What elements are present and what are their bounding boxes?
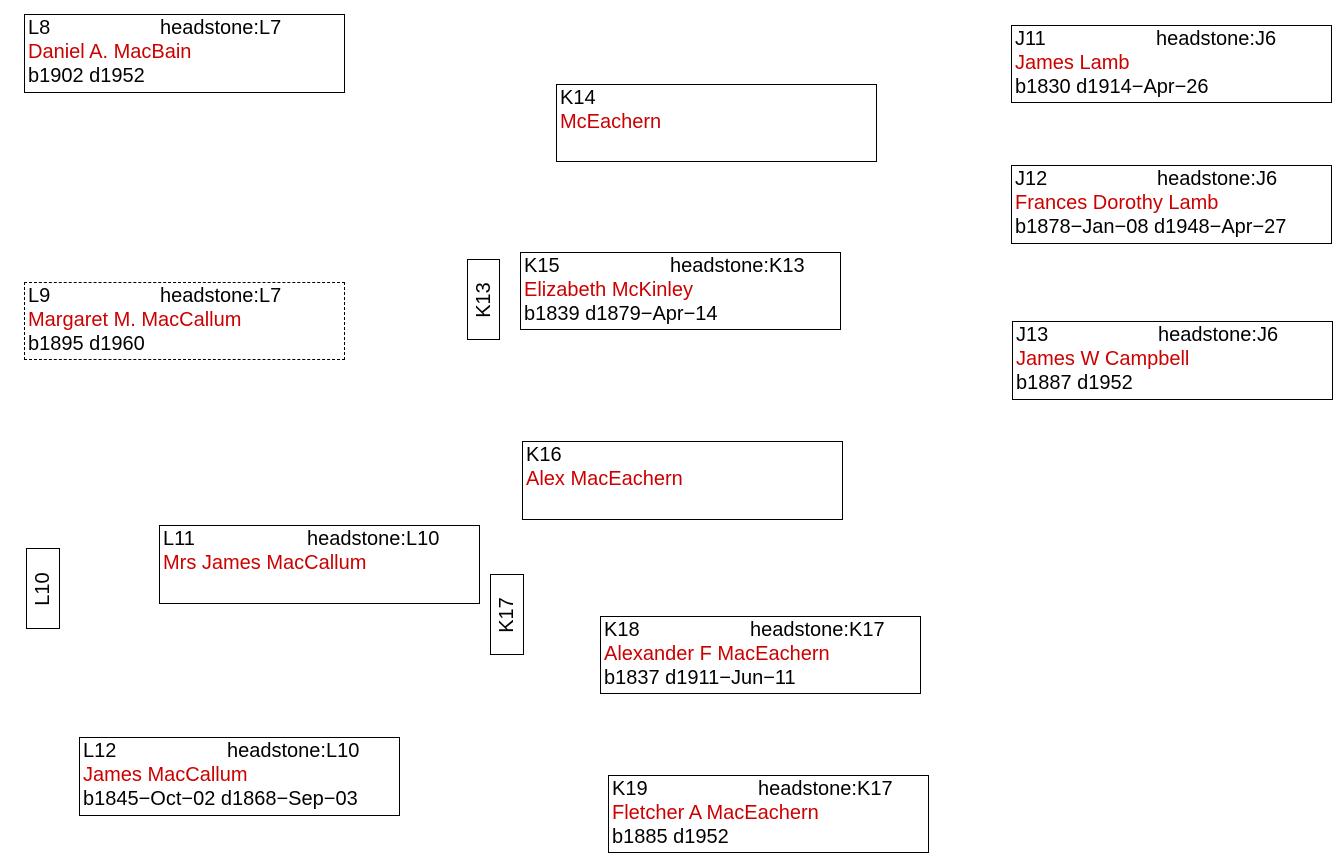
- headstone-ref: headstone:K13: [670, 255, 805, 277]
- life-dates: b1837 d1911−Jun−11: [604, 667, 796, 689]
- plot-j13: J13 headstone:J6 James W Campbell b1887 …: [1012, 321, 1333, 400]
- person-name: Elizabeth McKinley: [524, 279, 693, 301]
- life-dates: b1887 d1952: [1016, 372, 1133, 394]
- person-name: Daniel A. MacBain: [28, 41, 192, 63]
- headstone-ref: headstone:L7: [160, 285, 282, 307]
- headstone-ref: headstone:L7: [160, 17, 282, 39]
- person-name: Alex MacEachern: [526, 468, 683, 490]
- plot-k19: K19 headstone:K17 Fletcher A MacEachern …: [608, 775, 929, 853]
- plot-id: K15: [524, 255, 560, 277]
- headstone-ref: headstone:J6: [1157, 168, 1278, 190]
- plot-k14: K14 McEachern: [556, 84, 877, 162]
- life-dates: b1885 d1952: [612, 826, 729, 848]
- life-dates: b1839 d1879−Apr−14: [524, 303, 718, 325]
- person-name: Fletcher A MacEachern: [612, 802, 819, 824]
- plot-l11: L11 headstone:L10 Mrs James MacCallum: [159, 525, 480, 604]
- headstone-ref: headstone:L10: [227, 740, 360, 762]
- plot-id: K16: [526, 444, 562, 466]
- plot-k16: K16 Alex MacEachern: [522, 441, 843, 520]
- headstone-ref: headstone:J6: [1156, 28, 1277, 50]
- plot-id: L8: [28, 17, 51, 39]
- plot-l9: L9 headstone:L7 Margaret M. MacCallum b1…: [24, 282, 345, 360]
- headstone-marker-k17: K17: [490, 574, 524, 655]
- plot-id: L12: [83, 740, 117, 762]
- plot-id: J12: [1015, 168, 1048, 190]
- life-dates: b1830 d1914−Apr−26: [1015, 76, 1209, 98]
- plot-id: K14: [560, 87, 596, 109]
- person-name: James Lamb: [1015, 52, 1130, 74]
- plot-id: L9: [28, 285, 51, 307]
- life-dates: b1845−Oct−02 d1868−Sep−03: [83, 788, 358, 810]
- marker-label: K13: [472, 281, 495, 318]
- person-name: Alexander F MacEachern: [604, 643, 830, 665]
- headstone-marker-k13: K13: [467, 259, 500, 340]
- plot-j11: J11 headstone:J6 James Lamb b1830 d1914−…: [1011, 25, 1332, 103]
- plot-k18: K18 headstone:K17 Alexander F MacEachern…: [600, 616, 921, 694]
- life-dates: b1902 d1952: [28, 65, 145, 87]
- plot-l8: L8 headstone:L7 Daniel A. MacBain b1902 …: [24, 14, 345, 93]
- plot-id: J11: [1015, 28, 1046, 50]
- person-name: James W Campbell: [1016, 348, 1190, 370]
- headstone-ref: headstone:K17: [758, 778, 893, 800]
- headstone-ref: headstone:J6: [1158, 324, 1279, 346]
- plot-k15: K15 headstone:K13 Elizabeth McKinley b18…: [520, 252, 841, 330]
- headstone-ref: headstone:L10: [307, 528, 440, 550]
- person-name: Mrs James MacCallum: [163, 552, 367, 574]
- person-name: James MacCallum: [83, 764, 248, 786]
- headstone-marker-l10: L10: [26, 548, 60, 629]
- marker-label: K17: [496, 596, 518, 633]
- life-dates: b1895 d1960: [28, 333, 145, 355]
- person-name: McEachern: [560, 111, 662, 133]
- plot-id: L11: [163, 528, 195, 550]
- person-name: Frances Dorothy Lamb: [1015, 192, 1219, 214]
- plot-j12: J12 headstone:J6 Frances Dorothy Lamb b1…: [1011, 165, 1332, 244]
- person-name: Margaret M. MacCallum: [28, 309, 242, 331]
- life-dates: b1878−Jan−08 d1948−Apr−27: [1015, 216, 1287, 238]
- marker-label: L10: [32, 571, 54, 606]
- plot-id: J13: [1016, 324, 1049, 346]
- plot-id: K18: [604, 619, 640, 641]
- headstone-ref: headstone:K17: [750, 619, 885, 641]
- plot-l12: L12 headstone:L10 James MacCallum b1845−…: [79, 737, 400, 816]
- plot-id: K19: [612, 778, 648, 800]
